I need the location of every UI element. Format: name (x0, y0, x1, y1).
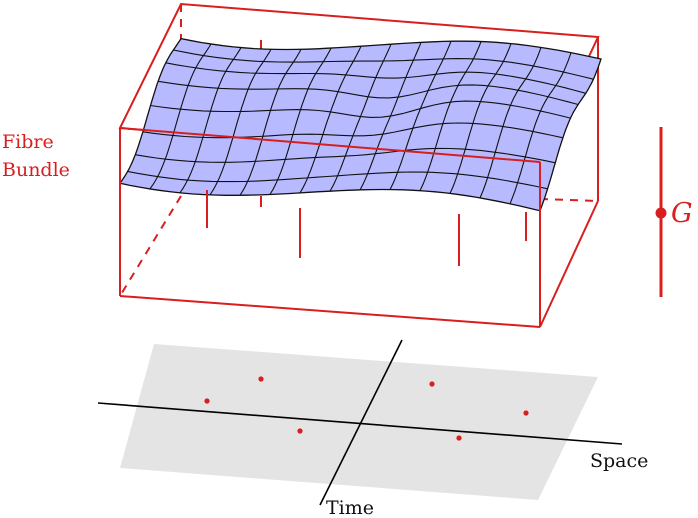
space-axis-label: Space (590, 450, 648, 472)
structure-group-indicator: G (655, 127, 693, 297)
surface-grid-line-v (135, 147, 556, 164)
fibres-front (206, 190, 527, 266)
base-point (429, 381, 435, 387)
base-point (523, 410, 529, 416)
group-point (655, 207, 667, 219)
surface-grid-line-v (158, 80, 579, 106)
time-axis (319, 339, 403, 506)
base-points (204, 376, 529, 441)
fibre-bundle-label-line2: Bundle (2, 159, 70, 181)
surface-grid-line-v (127, 170, 548, 190)
section-surface (118, 37, 602, 212)
surface-grid-line-v (142, 122, 564, 139)
fibre-bundle-label-line1: Fibre (2, 131, 54, 153)
surface-fill (118, 37, 602, 212)
surface-grid-line-v (150, 100, 571, 119)
bundle-box-front-edges (119, 127, 599, 328)
time-axis-label: Time (326, 497, 374, 518)
base-point (297, 428, 303, 434)
base-point (204, 398, 210, 404)
surface-grid (127, 41, 594, 205)
group-label: G (671, 198, 693, 229)
base-space-plane (120, 344, 598, 500)
surface-grid-line-v (173, 49, 594, 80)
base-point (456, 435, 462, 441)
base-point (258, 376, 264, 382)
surface-grid-line-v (165, 62, 586, 94)
